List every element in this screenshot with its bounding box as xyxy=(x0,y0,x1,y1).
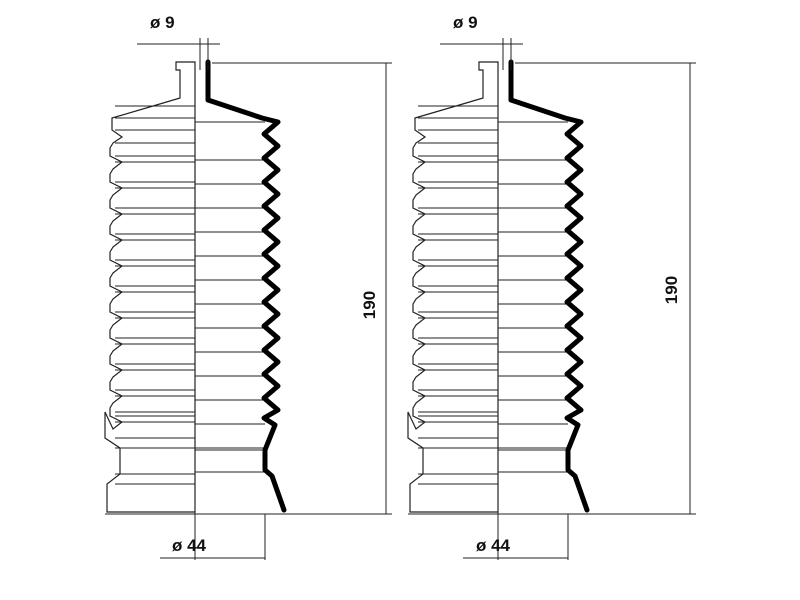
top-diameter-label-right: ø 9 xyxy=(453,13,478,32)
bellows-boot-right xyxy=(407,38,696,560)
boot-outer-profile xyxy=(407,61,499,513)
top-diameter-label-left: ø 9 xyxy=(150,13,175,32)
boot-outer-profile xyxy=(104,61,196,513)
bellows-boot-left xyxy=(104,38,392,560)
length-label-right: 190 xyxy=(662,276,681,304)
bottom-diameter-label-right: ø 44 xyxy=(476,536,511,555)
boot-wall-section xyxy=(205,59,287,513)
boot-wall-section xyxy=(508,59,590,513)
bottom-diameter-label-left: ø 44 xyxy=(172,536,207,555)
length-label-left: 190 xyxy=(360,291,379,319)
